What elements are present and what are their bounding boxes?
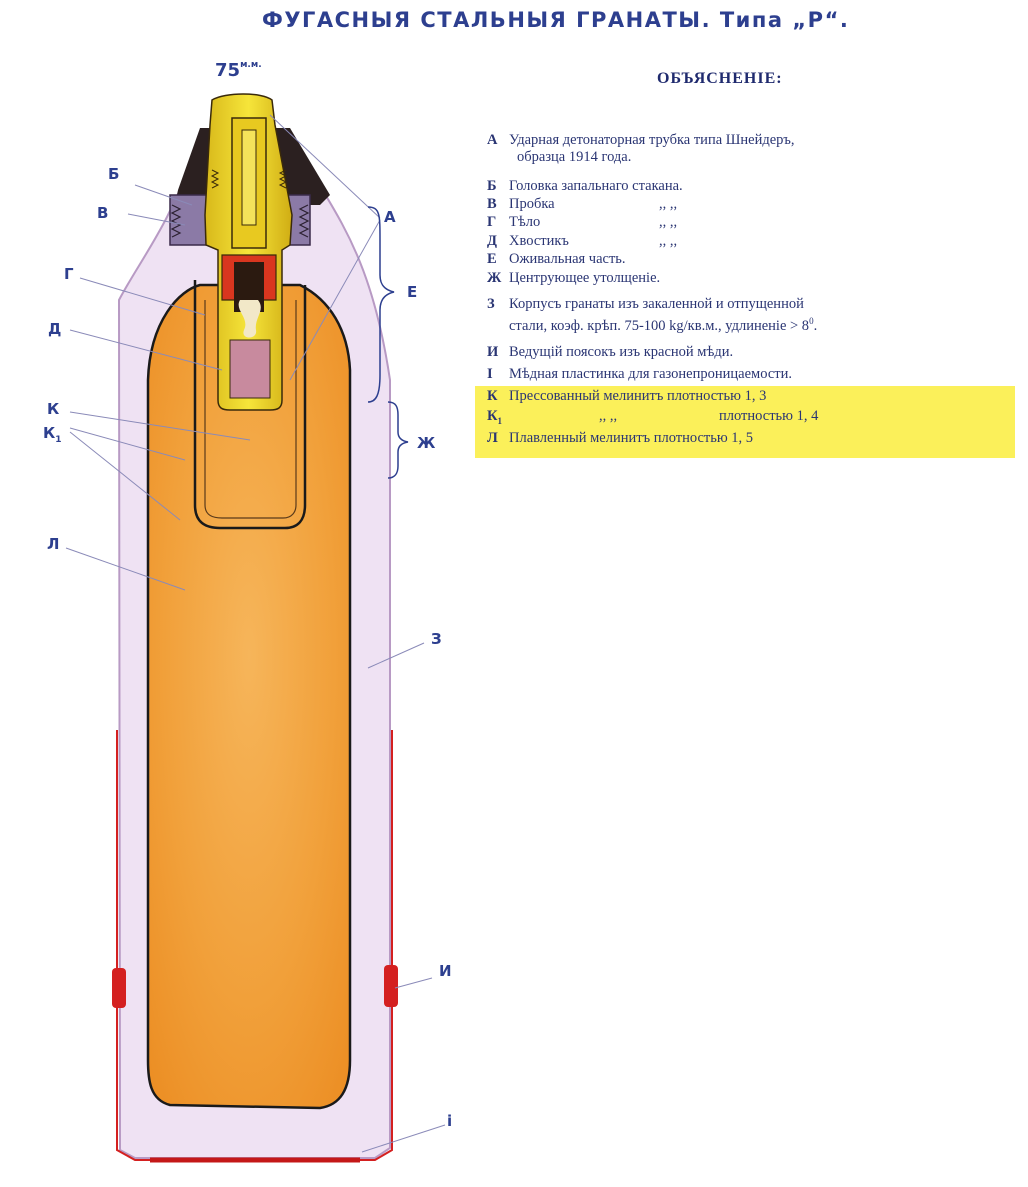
label-Zh: Ж	[417, 434, 436, 452]
legend-title: ОБЪЯСНЕНIЕ:	[657, 70, 783, 87]
driving-band-right	[384, 965, 398, 1007]
pointer-lines	[65, 114, 446, 1153]
label-Z: З	[431, 630, 442, 648]
fuze-striker	[241, 129, 257, 226]
fuze-threads	[210, 169, 288, 189]
label-A: А	[384, 208, 396, 226]
label-D: Д	[48, 320, 62, 338]
label-i: i	[447, 1112, 453, 1130]
legend-item-K1: К1,, ,,плотностью 1, 4	[487, 408, 819, 426]
label-G: Г	[64, 265, 74, 283]
fuze-body	[204, 93, 293, 411]
label-K: К	[47, 400, 60, 418]
highlight-box	[475, 386, 1015, 458]
label-E: Е	[407, 283, 418, 301]
driving-band-left	[112, 968, 126, 1008]
caliber-label: 75м.м.	[215, 60, 262, 81]
booster-cavity-inner	[204, 300, 297, 519]
page-title: ФУГАСНЫЯ СТАЛЬНЫЯ ГРАНАТЫ. Типа „Р“.	[262, 8, 850, 32]
booster-cavity	[193, 280, 307, 530]
brace-Zh	[387, 401, 409, 479]
detonator-charge	[238, 300, 261, 338]
melinite-filling	[146, 283, 352, 1110]
label-L: Л	[47, 535, 60, 553]
label-K1: К1	[43, 424, 62, 445]
brace-E	[367, 206, 395, 403]
booster-capsule	[229, 339, 271, 399]
label-V: В	[97, 204, 109, 222]
label-I: И	[439, 962, 452, 980]
label-B: Б	[108, 165, 120, 183]
plug-threads	[170, 204, 310, 238]
